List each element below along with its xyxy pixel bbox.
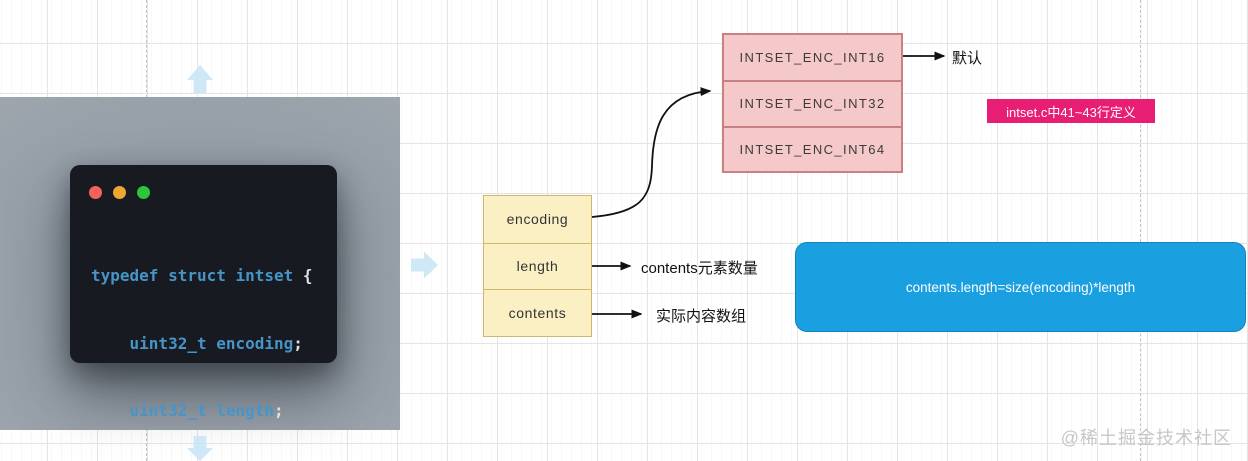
enum-row-label: INTSET_ENC_INT32 bbox=[739, 96, 886, 112]
watermark: @稀土掘金技术社区 bbox=[1060, 428, 1232, 448]
minimize-dot-icon bbox=[113, 186, 126, 199]
struct-row-length: length bbox=[484, 242, 591, 290]
encoding-enum-table: INTSET_ENC_INT16 INTSET_ENC_INT32 INTSET… bbox=[722, 33, 903, 173]
formula-box: contents.length=size(encoding)*length bbox=[795, 242, 1246, 332]
scroll-right-arrow-icon bbox=[411, 251, 438, 279]
encoding-to-int32-arrow bbox=[591, 87, 712, 218]
contents-note: 实际内容数组 bbox=[656, 308, 747, 325]
enum-row-int16: INTSET_ENC_INT16 bbox=[724, 35, 901, 80]
enum-row-label: INTSET_ENC_INT64 bbox=[739, 141, 886, 157]
code-line: uint32_t length; bbox=[91, 401, 284, 420]
window-controls bbox=[89, 186, 150, 199]
enum-row-label: INTSET_ENC_INT16 bbox=[739, 50, 886, 66]
formula-text: contents.length=size(encoding)*length bbox=[905, 279, 1136, 295]
struct-row-label: length bbox=[516, 258, 559, 275]
definition-label: intset.c中41~43行定义 bbox=[987, 99, 1155, 123]
code-text: typedef struct intset { uint32_t encodin… bbox=[91, 220, 313, 461]
default-label: 默认 bbox=[952, 50, 983, 67]
intset-struct-table: encoding length contents bbox=[483, 195, 592, 337]
struct-row-contents: contents bbox=[484, 289, 591, 336]
close-dot-icon bbox=[89, 186, 102, 199]
maximize-dot-icon bbox=[137, 186, 150, 199]
page-divider-dashed-line-right bbox=[1140, 0, 1141, 461]
code-line: typedef struct intset { bbox=[91, 266, 313, 285]
struct-row-label: encoding bbox=[506, 211, 569, 228]
struct-row-label: contents bbox=[508, 304, 567, 321]
code-line: uint32_t encoding; bbox=[91, 333, 303, 353]
scroll-up-arrow-icon bbox=[187, 65, 213, 93]
code-window: typedef struct intset { uint32_t encodin… bbox=[70, 165, 337, 420]
scroll-down-arrow-icon bbox=[187, 436, 213, 461]
code-screenshot-image: typedef struct intset { uint32_t encodin… bbox=[0, 97, 400, 430]
enum-row-int64: INTSET_ENC_INT64 bbox=[724, 125, 901, 171]
definition-label-text: intset.c中41~43行定义 bbox=[1006, 104, 1136, 120]
enum-row-int32: INTSET_ENC_INT32 bbox=[724, 80, 901, 125]
struct-row-encoding: encoding bbox=[484, 196, 591, 243]
length-note: contents元素数量 bbox=[641, 260, 758, 277]
